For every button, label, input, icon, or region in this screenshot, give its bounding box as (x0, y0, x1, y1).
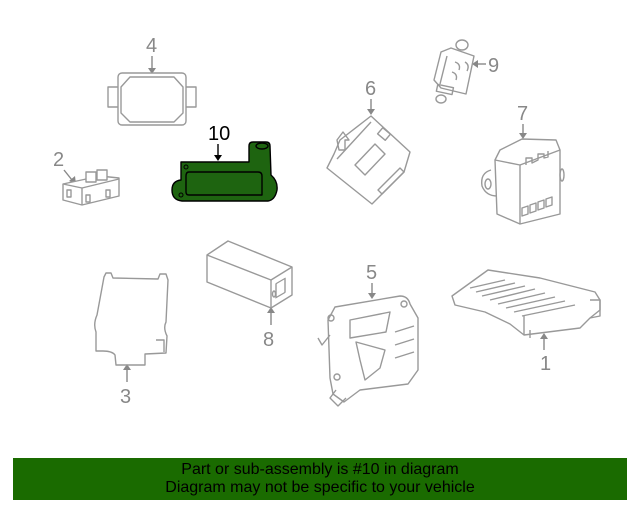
callout-3: 3 (120, 386, 131, 408)
part-4[interactable]: 4 (107, 35, 197, 126)
callout-5: 5 (366, 262, 377, 284)
callout-9: 9 (488, 55, 499, 77)
parts-diagram: 4 9 2 10 (53, 35, 601, 408)
banner-line-2: Diagram may not be specific to your vehi… (165, 479, 475, 496)
part-10[interactable]: 10 (171, 123, 278, 202)
callout-6: 6 (365, 78, 376, 100)
callout-8: 8 (263, 329, 274, 351)
part-9[interactable]: 9 (433, 39, 499, 104)
part-2[interactable]: 2 (53, 149, 120, 206)
callout-10: 10 (208, 123, 230, 145)
part-3[interactable]: 3 (94, 272, 169, 408)
part-8[interactable]: 8 (206, 240, 293, 351)
part-5[interactable]: 5 (317, 262, 419, 407)
part-7[interactable]: 7 (481, 103, 565, 225)
callout-2: 2 (53, 149, 64, 171)
callout-4: 4 (146, 35, 157, 57)
callout-7: 7 (517, 103, 528, 125)
part-1[interactable]: 1 (451, 269, 601, 375)
info-banner: Part or sub-assembly is #10 in diagram D… (13, 458, 627, 500)
part-6[interactable]: 6 (326, 78, 411, 205)
banner-line-1: Part or sub-assembly is #10 in diagram (181, 461, 459, 478)
callout-1: 1 (540, 353, 551, 375)
